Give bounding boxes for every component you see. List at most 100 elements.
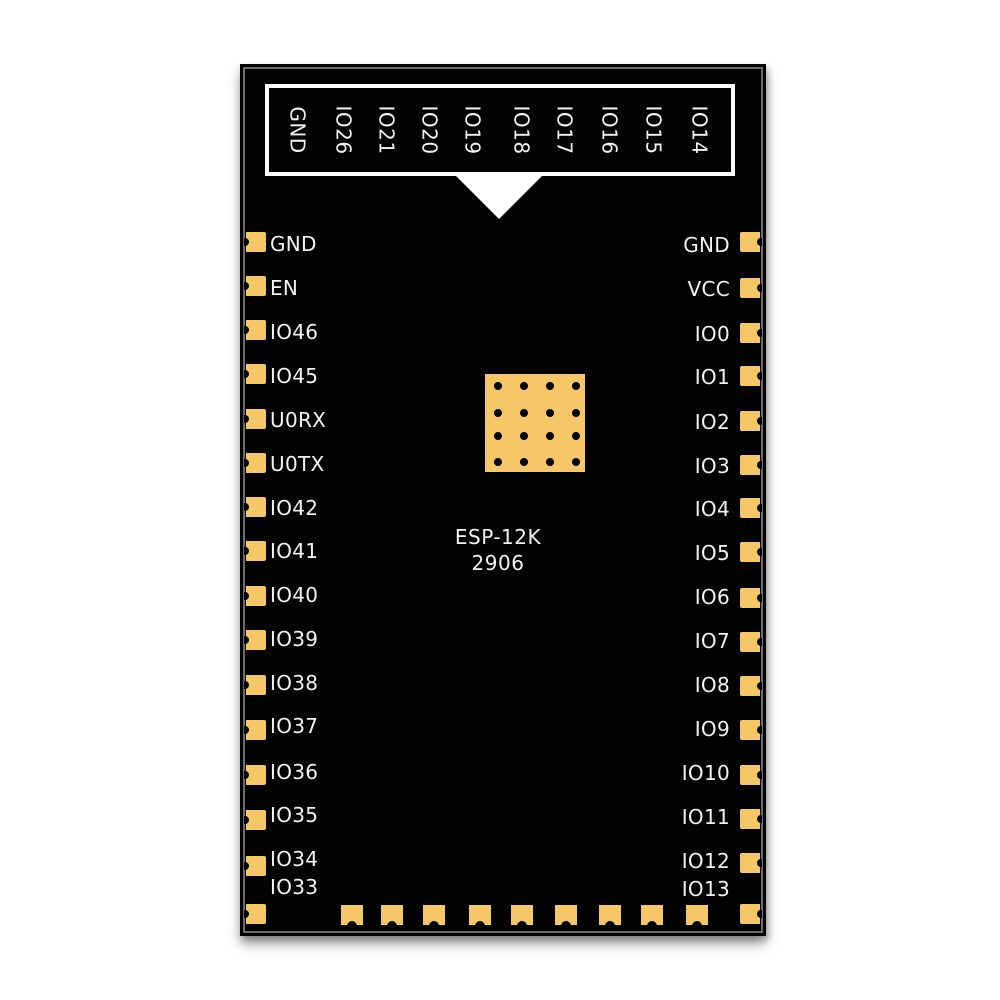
corner-pad-right (740, 904, 762, 924)
pin-label: IO7 (694, 629, 730, 653)
pin-label: IO42 (270, 496, 319, 520)
bottom-pad (599, 905, 621, 927)
pin-label: IO34 (270, 847, 319, 871)
pin-label: IO8 (694, 673, 730, 697)
header-label: GND (286, 106, 311, 154)
pin-label: IO4 (694, 497, 730, 521)
pin-label: IO37 (270, 714, 319, 738)
pin-label: EN (270, 276, 299, 300)
thermal-ground-pad (485, 374, 585, 472)
pin-label: IO3 (694, 454, 730, 478)
pin-pad (740, 455, 762, 475)
pin-label: IO39 (270, 627, 319, 651)
header-label: IO26 (332, 105, 356, 155)
pin-pad (244, 409, 266, 429)
pin-pad (244, 364, 266, 384)
via-dot-icon (546, 432, 554, 440)
pin-label: IO45 (270, 364, 319, 388)
via-dot-icon (546, 458, 554, 466)
via-dot-icon (572, 382, 580, 390)
header-label: IO20 (418, 105, 442, 155)
pin-pad (740, 323, 762, 343)
header-label: IO14 (688, 105, 712, 155)
via-dot-icon (494, 458, 502, 466)
pin-pad (244, 232, 266, 252)
pin-label: IO46 (270, 320, 319, 344)
pin-pad (740, 542, 762, 562)
pin-label: GND (270, 232, 317, 256)
pin-pad (740, 720, 762, 740)
pin-label: IO33 (270, 875, 319, 899)
top-header-box: GND IO26 IO21 IO20 IO19 IO18 IO17 IO16 I… (265, 84, 735, 176)
pin-pad (244, 453, 266, 473)
pin-pad (244, 675, 266, 695)
pin-pad (244, 276, 266, 296)
via-dot-icon (520, 432, 528, 440)
module-code: 2906 (471, 551, 525, 575)
via-dot-icon (520, 409, 528, 417)
via-dot-icon (572, 458, 580, 466)
via-dot-icon (546, 382, 554, 390)
pin-pad (244, 856, 266, 876)
bottom-pad (381, 905, 403, 927)
pin-pad (244, 541, 266, 561)
pin-pad (244, 630, 266, 650)
via-dot-icon (572, 432, 580, 440)
pin-label: IO0 (694, 322, 730, 346)
pin-pad (244, 320, 266, 340)
corner-pad-left (244, 904, 266, 924)
pin-pad (740, 366, 762, 386)
via-dot-icon (520, 382, 528, 390)
pin-label: IO1 (694, 365, 730, 389)
pin-pad (244, 810, 266, 830)
header-label: IO21 (375, 105, 399, 155)
top-header-labels: GND IO26 IO21 IO20 IO19 IO18 IO17 IO16 I… (269, 88, 731, 172)
pin-pad (740, 632, 762, 652)
pin-pad (740, 676, 762, 696)
header-label: IO18 (510, 105, 534, 155)
bottom-pad (555, 905, 577, 927)
pin-pad (244, 765, 266, 785)
pin-label: IO2 (694, 410, 730, 434)
pin-label: IO12 (681, 849, 730, 873)
pin-pad (740, 765, 762, 785)
pin-label: IO40 (270, 583, 319, 607)
pin-label: IO36 (270, 760, 319, 784)
pin-label: VCC (687, 277, 730, 301)
module-marking: ESP-12K 2906 (430, 524, 566, 576)
pin-pad (740, 278, 762, 298)
pin-pad (740, 853, 762, 873)
pin-label: IO41 (270, 539, 319, 563)
pin-label: U0RX (270, 408, 327, 432)
pin-pad (740, 809, 762, 829)
bottom-pad (686, 905, 708, 927)
bottom-pad (641, 905, 663, 927)
triangle-down-icon (455, 175, 543, 219)
pin-label: U0TX (270, 452, 325, 476)
pin-label: IO5 (694, 541, 730, 565)
pin-label: IO13 (681, 877, 730, 901)
pin-label: IO35 (270, 803, 319, 827)
bottom-pad (469, 905, 491, 927)
pin-pad (740, 498, 762, 518)
pin-label: IO6 (694, 585, 730, 609)
pin-label: IO38 (270, 671, 319, 695)
header-label: IO16 (598, 105, 622, 155)
header-label: IO19 (461, 105, 485, 155)
via-dot-icon (572, 409, 580, 417)
via-dot-icon (520, 458, 528, 466)
header-label: IO15 (642, 105, 666, 155)
bottom-pad (423, 905, 445, 927)
via-dot-icon (546, 409, 554, 417)
pin-pad (244, 497, 266, 517)
pin-label: GND (683, 233, 730, 257)
bottom-pad (511, 905, 533, 927)
via-dot-icon (494, 409, 502, 417)
pin-label: IO9 (694, 717, 730, 741)
pin-pad (740, 411, 762, 431)
module-name: ESP-12K (454, 525, 542, 549)
bottom-pad (341, 905, 363, 927)
pin-pad (244, 586, 266, 606)
pin-pad (740, 232, 762, 252)
via-dot-icon (494, 382, 502, 390)
